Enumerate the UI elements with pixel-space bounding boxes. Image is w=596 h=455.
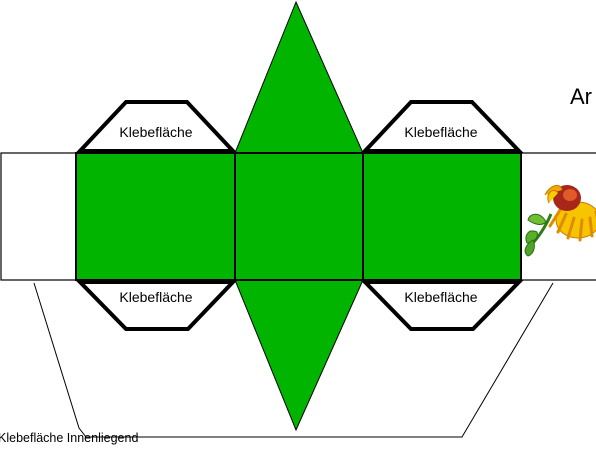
glue-flap-top-right: [360, 100, 524, 153]
glue-flap-label-bottom-left: Klebefläche: [119, 289, 192, 305]
inner-glue-callout-label: Klebefläche Innenliegend: [0, 431, 138, 445]
face-center: [234, 152, 364, 281]
face-right: [362, 152, 522, 281]
callout-line-left: [33, 282, 197, 438]
face-left: [75, 152, 236, 281]
callout-line-right: [197, 282, 554, 438]
glue-flap-label-bottom-right: Klebefläche: [404, 289, 477, 305]
top-triangle: [234, 0, 364, 154]
glue-flap-label-top-right: Klebefläche: [404, 124, 477, 140]
partial-heading: Ar: [570, 84, 592, 109]
glue-flap-bottom-right: [360, 280, 524, 331]
left-glue-strip: [0, 152, 77, 281]
glue-flap-top-left: [75, 100, 238, 153]
bottom-triangle: [234, 279, 364, 432]
glue-flap-bottom-left: [75, 280, 238, 331]
glue-flap-label-top-left: Klebefläche: [119, 124, 192, 140]
flower-icon: [524, 184, 596, 257]
